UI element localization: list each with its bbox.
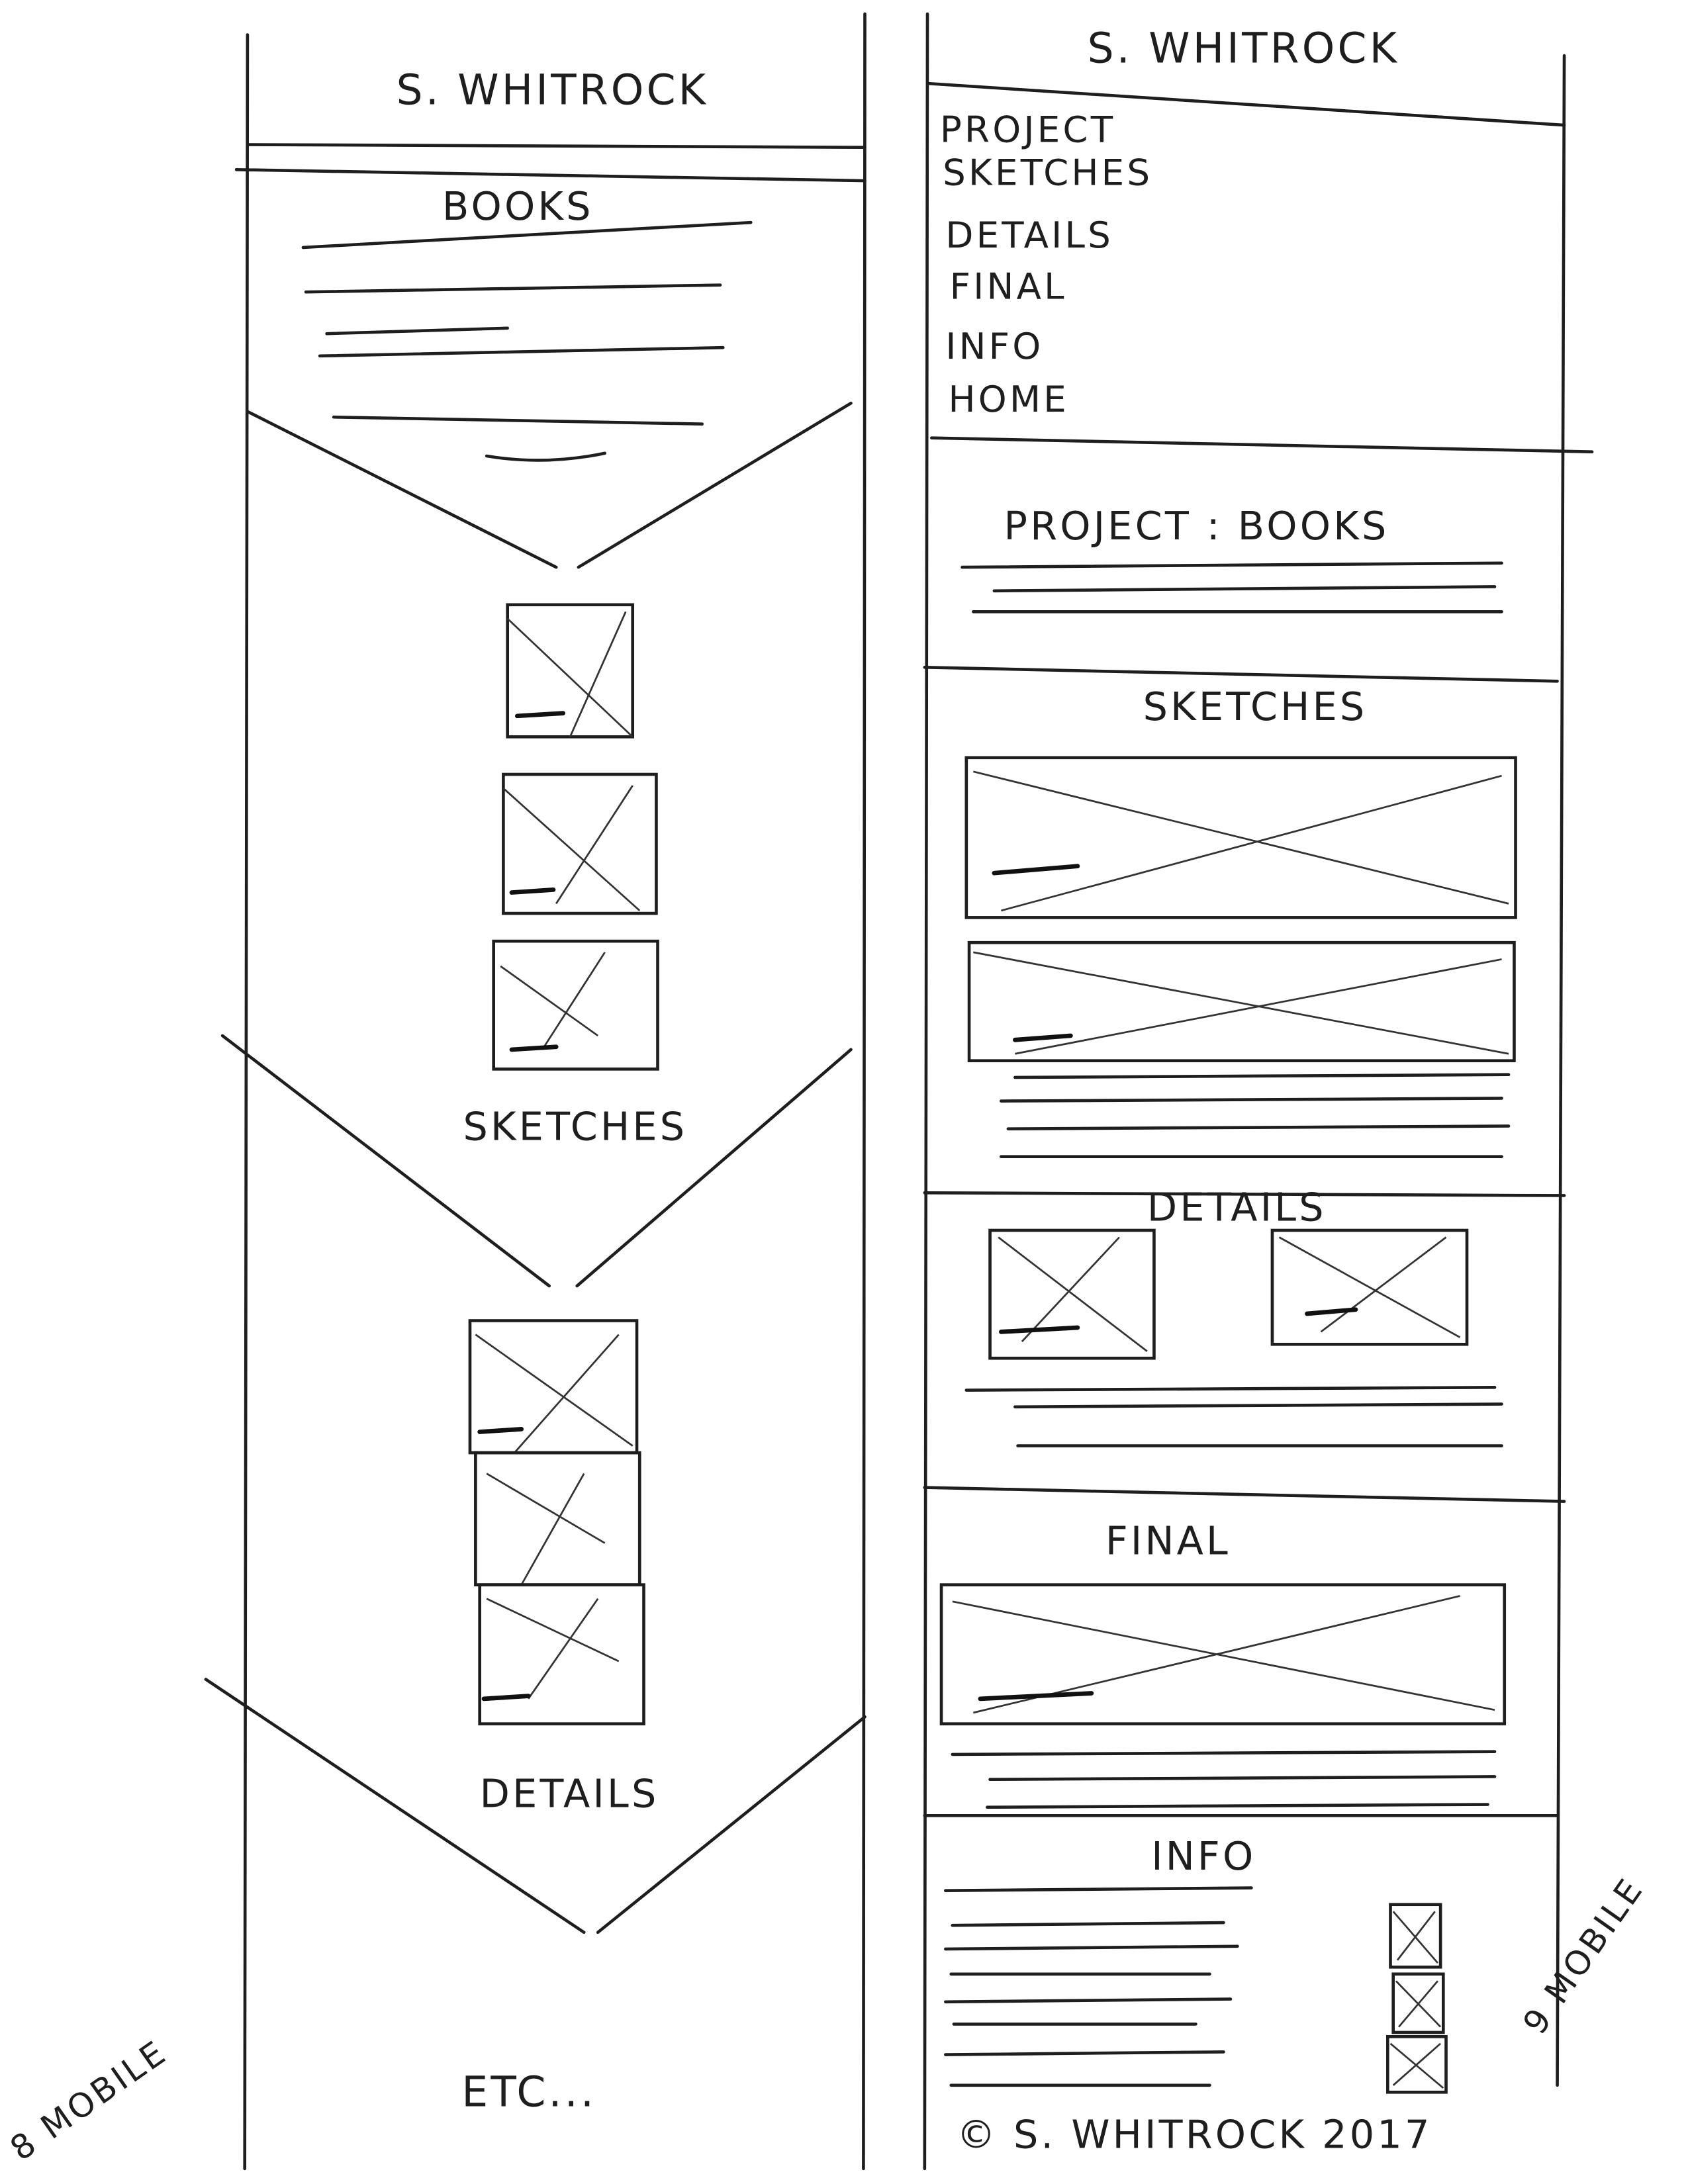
- image-placeholder: [492, 939, 659, 1071]
- nav-item-details[interactable]: DETAILS: [945, 214, 1113, 256]
- image-placeholder-wide: [939, 1583, 1507, 1725]
- section-divider: [923, 665, 1559, 683]
- image-placeholder-stack: [468, 1319, 645, 1725]
- section-details-heading: DETAILS: [1147, 1184, 1327, 1230]
- image-placeholder: [506, 603, 635, 739]
- header-divider: [234, 168, 867, 183]
- chevron-divider: [246, 401, 853, 569]
- project-text-lines: [961, 561, 1503, 614]
- right-mobile-wireframe: S. WHITROCK PROJECT SKETCHES DETAILS FIN…: [923, 12, 1652, 2171]
- right-frame-edge: [923, 12, 929, 2171]
- header-divider: [925, 81, 1566, 127]
- image-placeholder: [502, 772, 658, 915]
- nav-item-final[interactable]: FINAL: [950, 265, 1067, 308]
- social-icon-placeholders: [1385, 1903, 1448, 2094]
- nav-menu: PROJECT SKETCHES DETAILS FINAL INFO HOME: [940, 108, 1152, 420]
- left-frame-edge: [862, 12, 867, 2171]
- right-title: S. WHITROCK: [1088, 24, 1400, 73]
- project-heading: PROJECT : BOOKS: [1004, 503, 1389, 549]
- image-placeholder: [1270, 1228, 1469, 1346]
- footer-copyright: © S. WHITROCK 2017: [957, 2111, 1432, 2157]
- chevron-divider: [204, 1678, 867, 1934]
- info-text-lines: [944, 1886, 1253, 2087]
- section-sketches-heading: SKETCHES: [1143, 684, 1368, 729]
- final-text-lines: [951, 1750, 1497, 1809]
- sketches-text-lines: [1000, 1073, 1511, 1158]
- section-divider: [923, 1191, 1566, 1197]
- left-frame-edge: [243, 33, 250, 2171]
- section-details-heading: DETAILS: [480, 1771, 659, 1817]
- image-placeholder: [988, 1228, 1156, 1360]
- section-final-heading: FINAL: [1105, 1518, 1231, 1563]
- nav-item-project[interactable]: PROJECT: [940, 108, 1115, 150]
- nav-item-home[interactable]: HOME: [949, 378, 1069, 420]
- image-placeholder-wide: [967, 940, 1516, 1063]
- right-frame-edge: [1556, 54, 1566, 2087]
- nav-item-sketches[interactable]: SKETCHES: [943, 151, 1152, 193]
- nav-divider: [930, 436, 1594, 454]
- etc-label: ETC...: [461, 2068, 596, 2116]
- left-mobile-wireframe: S. WHITROCK BOOKS SKETCHES: [3, 12, 867, 2171]
- books-text-lines: [301, 220, 753, 462]
- header-divider: [246, 143, 867, 150]
- section-sketches-heading: SKETCHES: [463, 1103, 687, 1149]
- sketch-number-label: 9 MOBILE: [1515, 1870, 1652, 2041]
- details-text-lines: [964, 1386, 1503, 1447]
- left-title: S. WHITROCK: [397, 66, 709, 114]
- section-divider: [923, 1486, 1566, 1503]
- section-info-heading: INFO: [1151, 1833, 1256, 1879]
- image-placeholder-wide: [964, 756, 1517, 919]
- chevron-divider: [220, 1034, 853, 1288]
- section-books-heading: BOOKS: [442, 183, 594, 229]
- sketch-number-label: 8 MOBILE: [3, 2032, 174, 2169]
- nav-item-info[interactable]: INFO: [945, 325, 1043, 367]
